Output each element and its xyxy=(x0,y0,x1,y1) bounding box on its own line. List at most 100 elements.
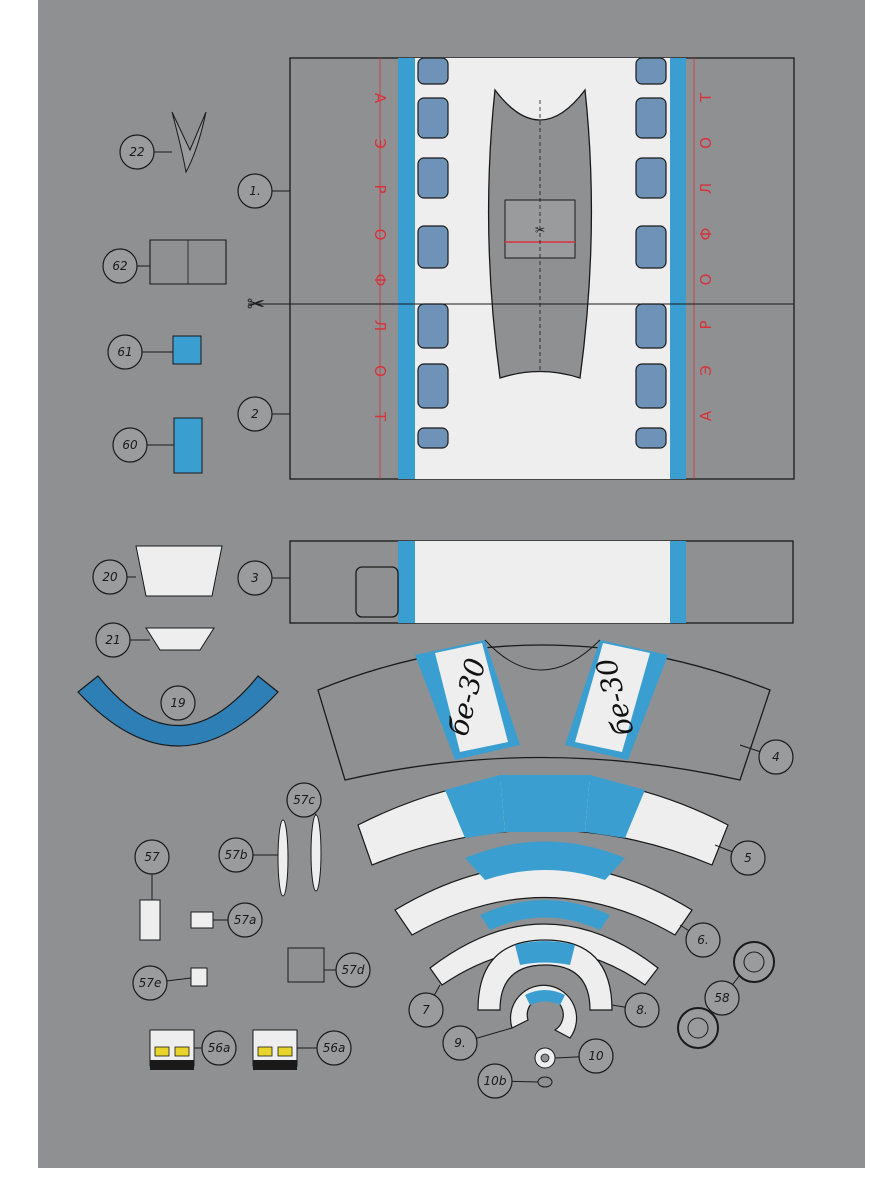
window-pane xyxy=(417,427,449,449)
part-20-shape xyxy=(135,545,223,597)
part-57a-shape xyxy=(190,911,214,929)
airline-letter: Л xyxy=(697,183,715,194)
part-57c-shape xyxy=(310,814,322,892)
part-number-57: 57 xyxy=(144,850,160,864)
part-57d-shape xyxy=(287,947,325,983)
airline-letter: Т xyxy=(697,92,715,103)
part-19-windscreen xyxy=(77,675,279,747)
label-circle xyxy=(237,173,273,209)
part-number-57a: 57a xyxy=(234,913,257,927)
part-57-shape xyxy=(139,899,161,941)
label-circle xyxy=(316,1030,352,1066)
window-pane xyxy=(417,157,449,199)
part-number-6: 6. xyxy=(697,933,708,947)
part-number-10b: 10b xyxy=(484,1074,507,1088)
airline-letter: Р xyxy=(371,184,389,193)
part-3-panel xyxy=(289,540,794,624)
airline-letter: О xyxy=(697,274,715,286)
part-number-58: 58 xyxy=(714,991,730,1005)
window-pane xyxy=(635,225,667,269)
part-9-ring xyxy=(509,984,578,1039)
part-number-61: 61 xyxy=(117,345,132,359)
airline-letter: О xyxy=(371,365,389,377)
label-circle xyxy=(442,1025,478,1061)
window-pane xyxy=(635,157,667,199)
label-circle xyxy=(477,1063,513,1099)
label-circle xyxy=(95,622,131,658)
part-number-2: 2 xyxy=(251,407,259,421)
label-circle xyxy=(134,839,170,875)
label-circle xyxy=(408,992,444,1028)
label-circle xyxy=(237,396,273,432)
part-62-shape xyxy=(149,239,227,285)
label-circle xyxy=(201,1030,237,1066)
window-pane xyxy=(635,303,667,349)
part-number-56a-left: 56a xyxy=(208,1041,231,1055)
part-4-arc: бе-30 бе-30 xyxy=(317,639,771,781)
window-row-left xyxy=(417,57,449,449)
airline-letter: А xyxy=(697,410,715,421)
label-circle xyxy=(227,902,263,938)
label-circle xyxy=(160,685,196,721)
scissors-icon: ✂ xyxy=(247,293,265,318)
window-row-right xyxy=(635,57,667,449)
scissor-mark-icon: ✂ xyxy=(535,223,545,237)
part-number-20: 20 xyxy=(102,570,118,584)
part-8-arc xyxy=(477,939,613,1011)
part-22-shape xyxy=(171,111,207,174)
label-circle xyxy=(92,559,128,595)
label-circle xyxy=(758,739,794,775)
label-circle xyxy=(730,840,766,876)
airline-letter: Ф xyxy=(371,274,389,287)
label-circle xyxy=(132,965,168,1001)
part-5-arc xyxy=(357,775,729,866)
label-circle xyxy=(624,992,660,1028)
part-21-shape xyxy=(145,627,215,651)
window-pane xyxy=(635,427,667,449)
airline-letter: А xyxy=(371,93,389,104)
part-57e-shape xyxy=(190,967,208,987)
label-circle xyxy=(102,248,138,284)
label-circle xyxy=(685,922,721,958)
part-number-57e: 57e xyxy=(139,976,162,990)
part-61-shape xyxy=(172,335,202,365)
window-pane xyxy=(417,97,449,139)
part-number-10: 10 xyxy=(588,1049,604,1063)
part-58-wheels xyxy=(677,941,775,1049)
part-number-22: 22 xyxy=(129,145,144,159)
part-number-3: 3 xyxy=(251,571,259,585)
airline-letter: Л xyxy=(371,320,389,331)
window-pane xyxy=(417,363,449,409)
label-circle xyxy=(578,1038,614,1074)
window-pane xyxy=(635,57,667,85)
part-number-5: 5 xyxy=(744,851,752,865)
airline-letter: Э xyxy=(371,138,389,148)
part-number-60: 60 xyxy=(122,438,138,452)
part-number-4: 4 xyxy=(772,750,780,764)
window-pane xyxy=(635,97,667,139)
part-56a-left-shape xyxy=(149,1029,195,1070)
part-number-57d: 57d xyxy=(342,963,365,977)
label-circle xyxy=(335,952,371,988)
part-number-8: 8. xyxy=(636,1003,647,1017)
airline-letter: Э xyxy=(697,365,715,375)
window-pane xyxy=(635,363,667,409)
label-circle xyxy=(286,782,322,818)
part-number-9: 9. xyxy=(454,1036,465,1050)
part-57b-shape xyxy=(277,819,289,897)
window-pane xyxy=(417,303,449,349)
label-circle xyxy=(119,134,155,170)
airline-letter: О xyxy=(697,137,715,149)
part-10-small-ring xyxy=(534,1047,556,1088)
part-number-57b: 57b xyxy=(225,848,248,862)
airline-letter: Ф xyxy=(697,227,715,240)
part-number-62: 62 xyxy=(112,259,127,273)
window-pane xyxy=(417,57,449,85)
part-56a-right-shape xyxy=(252,1029,298,1070)
airline-letter: О xyxy=(371,229,389,241)
label-circle xyxy=(107,334,143,370)
part-number-19: 19 xyxy=(170,696,185,710)
